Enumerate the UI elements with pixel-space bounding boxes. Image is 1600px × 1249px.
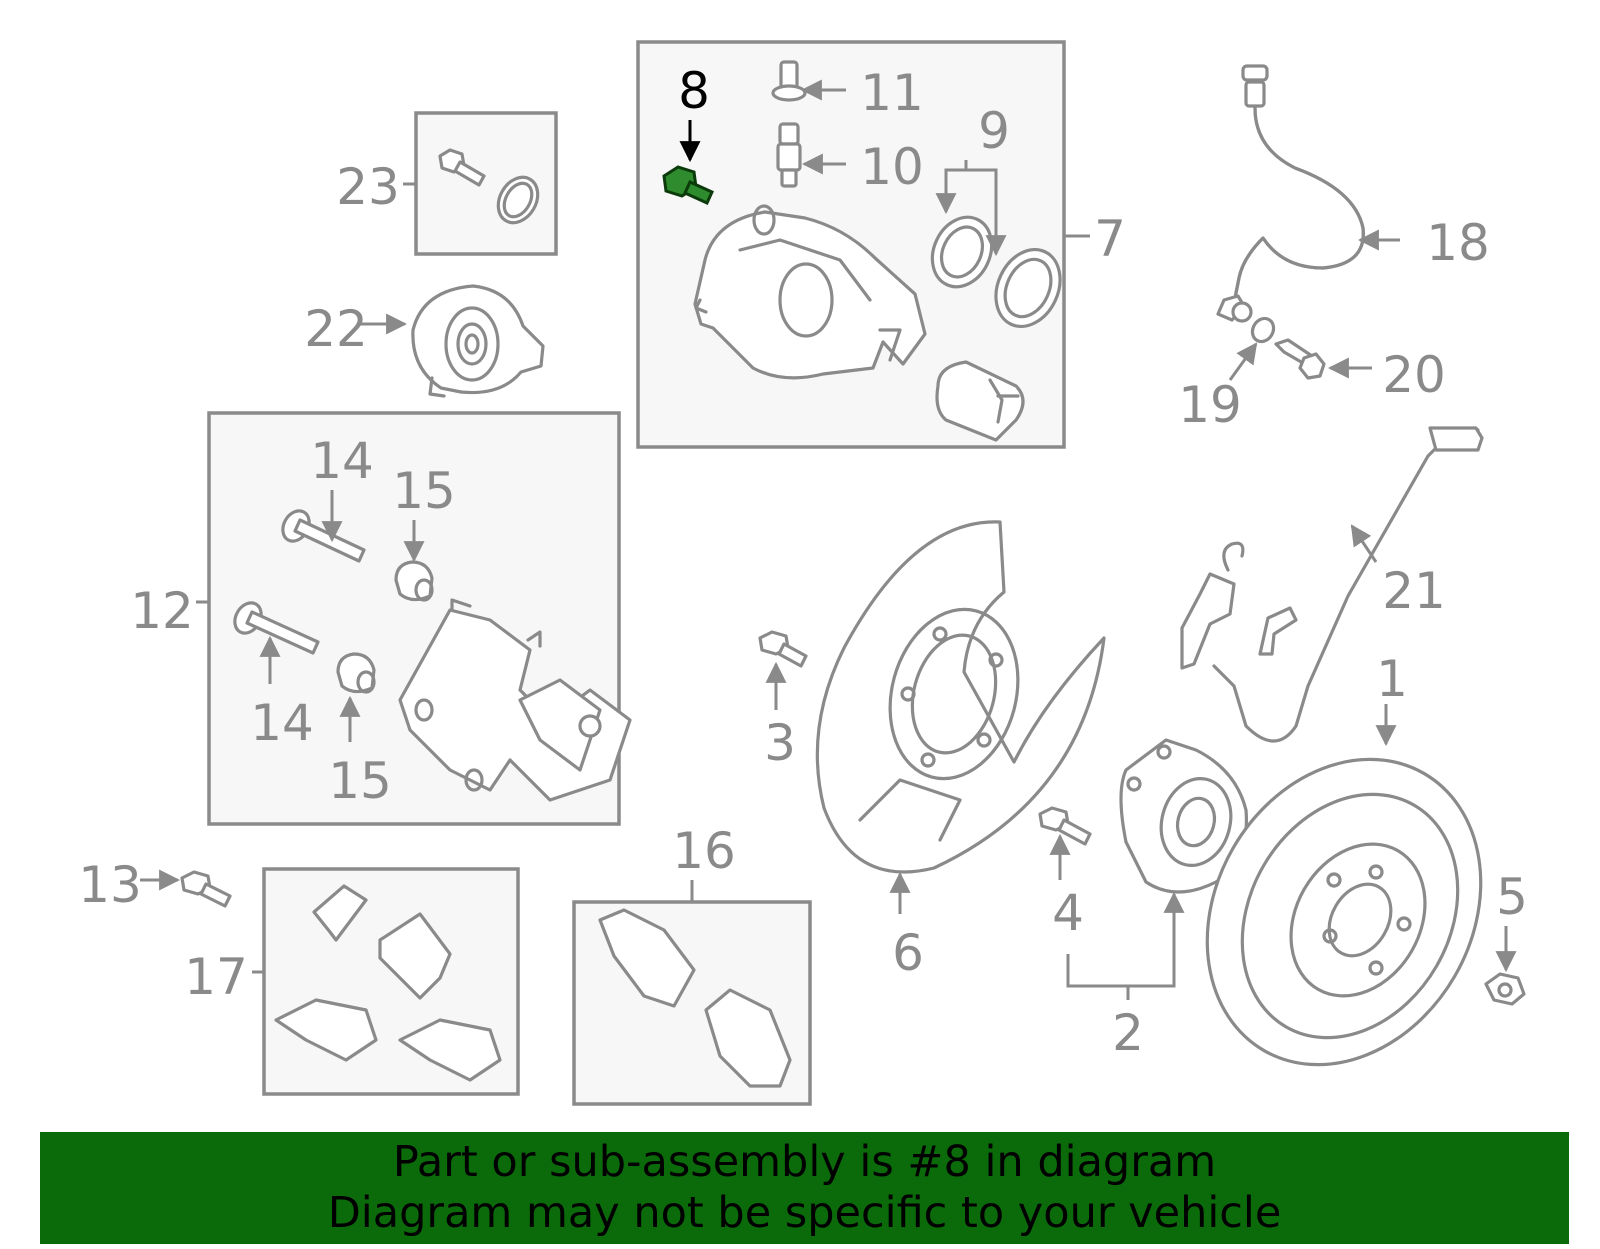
callout-6: 6 <box>892 924 924 982</box>
callout-13: 13 <box>78 856 142 914</box>
part-20-banjo-bolt <box>1274 338 1326 380</box>
part-13-bolt <box>180 870 232 908</box>
callout-2: 2 <box>1112 1004 1144 1062</box>
callout-8-highlighted: 8 <box>678 62 710 120</box>
callout-12: 12 <box>130 582 194 640</box>
callout-16: 16 <box>672 822 736 880</box>
part-3-bolt <box>758 630 808 668</box>
callout-21: 21 <box>1382 562 1446 620</box>
callout-9: 9 <box>978 102 1010 160</box>
part-8-bolt-highlighted <box>662 165 714 205</box>
callout-15-lower: 15 <box>328 752 392 810</box>
info-banner: Part or sub-assembly is #8 in diagram Di… <box>40 1132 1569 1244</box>
part-10-bleeder-screw <box>776 122 802 188</box>
callout-17: 17 <box>184 948 248 1006</box>
callout-19: 19 <box>1178 376 1242 434</box>
callout-14-lower: 14 <box>250 694 314 752</box>
part-1-brake-rotor <box>1205 757 1483 1067</box>
part-18-brake-hose <box>1216 64 1365 323</box>
callout-11: 11 <box>860 64 924 122</box>
part-23-bolt-and-washer <box>438 148 540 225</box>
part-6-dust-shield <box>815 520 1106 874</box>
part-7-caliper-housing <box>693 204 927 380</box>
callout-14-upper: 14 <box>310 432 374 490</box>
part-11-bleeder-cap <box>771 60 807 102</box>
part-4-hub-bolt <box>1038 806 1092 846</box>
callout-10: 10 <box>860 138 924 196</box>
callout-15-upper: 15 <box>392 462 456 520</box>
part-12-caliper-bracket <box>398 598 632 802</box>
callout-3: 3 <box>764 714 796 772</box>
callout-22: 22 <box>304 300 368 358</box>
callout-7: 7 <box>1094 210 1126 268</box>
part-14-guide-pin-lower <box>233 601 320 655</box>
callout-4: 4 <box>1052 884 1084 942</box>
callout-18: 18 <box>1426 214 1490 272</box>
part-21-abs-sensor <box>1180 426 1484 743</box>
callout-20: 20 <box>1382 346 1446 404</box>
part-15-boot-upper <box>394 560 434 602</box>
part-16-brake-pads <box>598 908 792 1088</box>
callout-1: 1 <box>1376 650 1408 708</box>
callout-5: 5 <box>1496 868 1528 926</box>
part-15-boot-lower <box>336 652 376 694</box>
part-22-actuator <box>411 284 545 398</box>
callout-23: 23 <box>336 158 400 216</box>
banner-line-2: Diagram may not be specific to your vehi… <box>327 1188 1282 1238</box>
part-19-washer <box>1250 316 1276 344</box>
part-9-seals <box>930 215 1062 329</box>
part-17-clip-set <box>274 884 502 1082</box>
banner-line-1: Part or sub-assembly is #8 in diagram <box>392 1137 1217 1187</box>
part-5-hub-nut <box>1484 972 1526 1006</box>
part-7-piston <box>935 360 1025 442</box>
